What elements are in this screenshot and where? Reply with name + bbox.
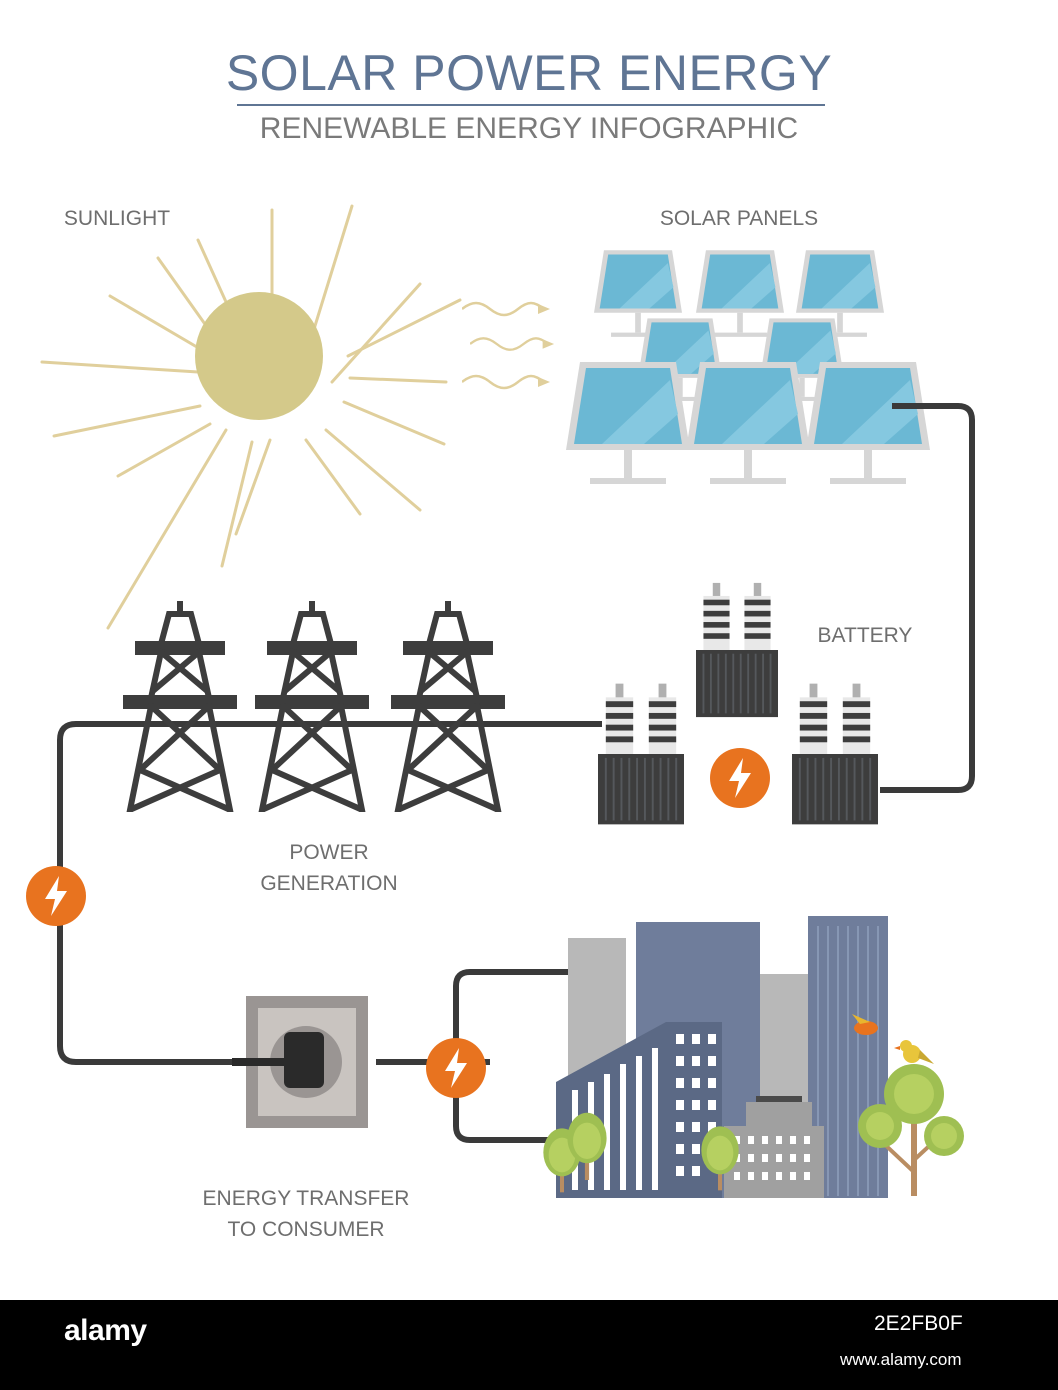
battery-bolt-icon (710, 748, 770, 808)
label-sunlight: SUNLIGHT (63, 207, 171, 230)
power-pylons-icon (126, 604, 502, 810)
title-underline (237, 104, 825, 106)
label-energy-transfer-line1: ENERGY TRANSFER (202, 1187, 410, 1210)
birds-icon (852, 1014, 934, 1064)
transfer-bolt-icon (426, 1038, 486, 1098)
label-energy-transfer-line2: TO CONSUMER (227, 1218, 385, 1241)
label-power-generation: POWER GENERATION (236, 837, 422, 899)
label-power-generation-line2: GENERATION (260, 872, 398, 895)
power-socket-icon (232, 996, 368, 1128)
cable-bolt-icon (26, 866, 86, 926)
label-solar-panels: SOLAR PANELS (659, 207, 819, 230)
sun-icon (40, 204, 462, 630)
image-id: 2E2FB0F (874, 1312, 963, 1335)
sunlight-waves-icon (462, 301, 556, 390)
diagram-artwork (26, 204, 975, 1198)
brand-logo: alamy (64, 1314, 147, 1347)
site-url: www.alamy.com (840, 1350, 962, 1369)
label-energy-transfer: ENERGY TRANSFER TO CONSUMER (184, 1183, 428, 1245)
sun-disc (195, 292, 323, 420)
trees-icon (543, 1064, 964, 1196)
solar-panels-icon (566, 250, 930, 484)
label-power-generation-line1: POWER (289, 841, 369, 864)
page-title: SOLAR POWER ENERGY (225, 45, 833, 101)
page-subtitle: RENEWABLE ENERGY INFOGRAPHIC (259, 112, 799, 145)
watermark-bar: alamy 2E2FB0F www.alamy.com (0, 1300, 1058, 1390)
label-battery: BATTERY (817, 624, 913, 647)
infographic: SOLAR POWER ENERGY RENEWABLE ENERGY INFO… (26, 45, 975, 1245)
